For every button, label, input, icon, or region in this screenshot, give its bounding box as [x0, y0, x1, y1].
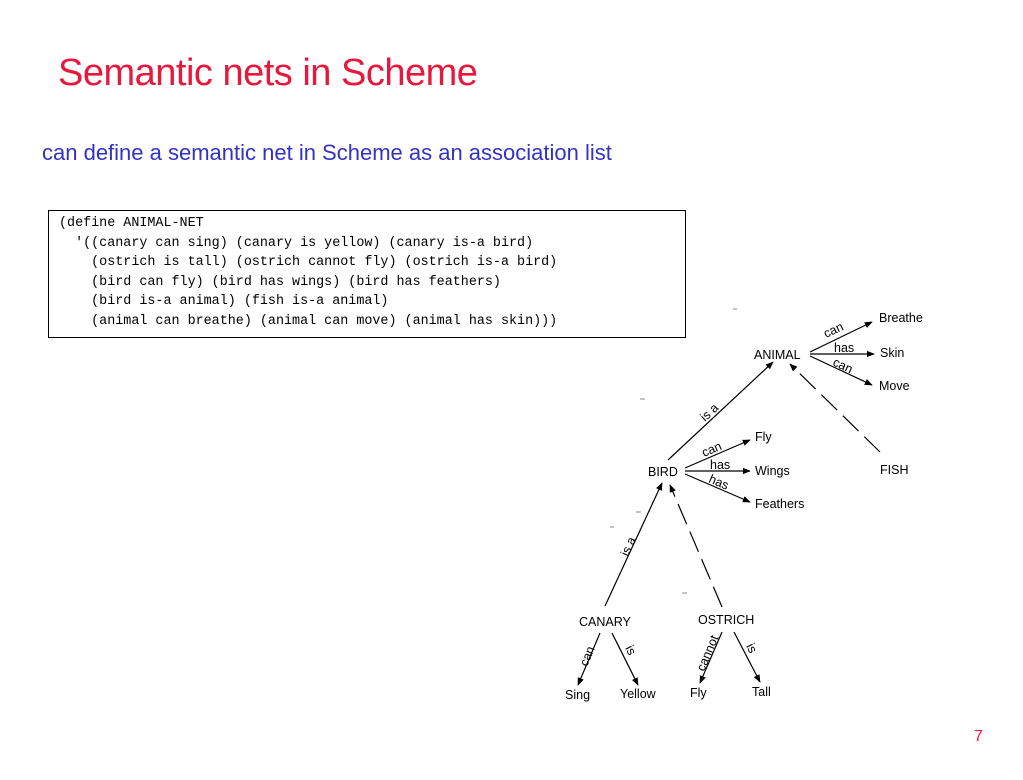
edge-canary-bird [604, 482, 663, 607]
code-line: (animal can breathe) (animal can move) (… [59, 313, 558, 329]
edge-canary-sing [577, 632, 601, 686]
page-number: 7 [974, 728, 983, 745]
node-bird: BIRD [648, 465, 678, 479]
edge-bird-fly [684, 439, 751, 469]
edge-ostrich-bird [669, 484, 723, 608]
label-animal-move: can [831, 355, 855, 376]
label-bird-animal: is a [697, 401, 721, 425]
code-line: '((canary can sing) (canary is yellow) (… [59, 235, 534, 251]
edge-bird-animal [667, 361, 774, 461]
edge-animal-move [809, 355, 873, 386]
code-line: (bird can fly) (bird has wings) (bird ha… [59, 274, 501, 290]
label-ostrich-fly: cannot [694, 633, 722, 674]
slide-subtitle: can define a semantic net in Scheme as a… [42, 140, 612, 165]
node-feathers: Feathers [755, 497, 804, 511]
label-bird-fly: can [700, 439, 724, 460]
label-canary-yellow: is [622, 643, 639, 657]
node-wings: Wings [755, 464, 790, 478]
label-ostrich-tall: is [743, 641, 760, 655]
node-canary: CANARY [579, 615, 632, 629]
node-ostrich: OSTRICH [698, 613, 754, 627]
node-move: Move [879, 379, 910, 393]
edge-canary-yellow [611, 632, 639, 686]
edge-ostrich-tall [733, 631, 761, 683]
node-tall: Tall [752, 685, 771, 699]
code-line: (ostrich is tall) (ostrich cannot fly) (… [59, 255, 558, 271]
edge-bird-feathers [684, 473, 751, 503]
node-fly: Fly [755, 430, 772, 444]
edge-ostrich-fly [699, 631, 723, 684]
label-canary-sing: can [577, 644, 598, 668]
node-skin: Skin [880, 346, 904, 360]
edge-fish-animal [789, 363, 881, 453]
edge-animal-breathe [809, 321, 873, 353]
node-sing: Sing [565, 688, 590, 702]
label-bird-wings: has [710, 458, 730, 472]
node-ostrich-fly: Fly [690, 686, 707, 700]
label-canary-bird: is a [618, 535, 639, 559]
label-animal-breathe: can [821, 319, 845, 340]
node-animal: ANIMAL [754, 348, 801, 362]
label-bird-feathers: has [707, 472, 731, 493]
slide-title: Semantic nets in Scheme [58, 52, 478, 94]
label-animal-skin: has [834, 341, 854, 355]
code-line: (define ANIMAL-NET [59, 216, 204, 231]
code-block: (define ANIMAL-NET '((canary can sing) (… [48, 210, 686, 338]
code-line: (bird is-a animal) (fish is-a animal) [59, 294, 389, 310]
node-fish: FISH [880, 463, 908, 477]
node-yellow: Yellow [620, 687, 657, 701]
node-breathe: Breathe [879, 311, 923, 325]
